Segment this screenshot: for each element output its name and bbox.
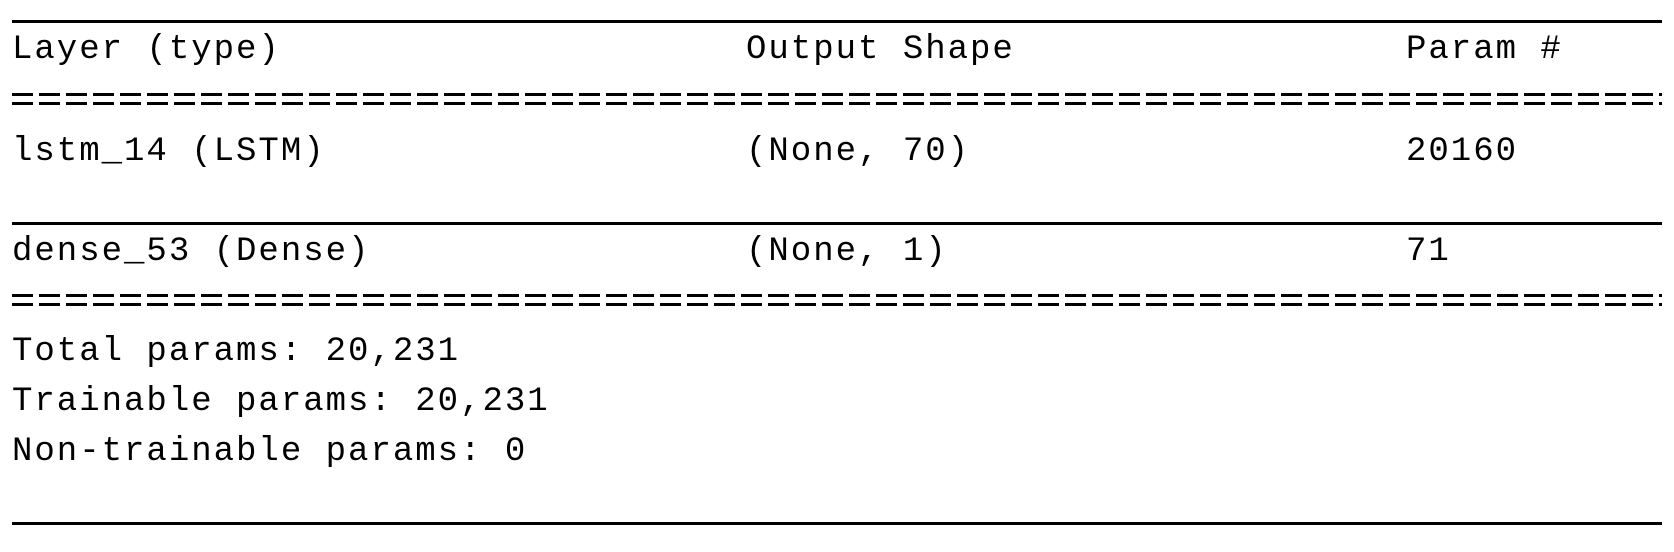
header-double-rule [12, 93, 1662, 105]
table-row-layer: lstm_14 (LSTM) [12, 133, 326, 171]
table-row-output-shape: (None, 1) [746, 233, 948, 271]
table-row-param: 71 [1406, 233, 1451, 271]
non-trainable-params: Non-trainable params: 0 [12, 433, 528, 471]
header-layer-type: Layer (type) [12, 31, 281, 69]
header-param-count: Param # [1406, 31, 1563, 69]
table-row-layer: dense_53 (Dense) [12, 233, 371, 271]
total-params: Total params: 20,231 [12, 333, 461, 371]
table-row-output-shape: (None, 70) [746, 133, 971, 171]
trainable-params: Trainable params: 20,231 [12, 383, 550, 421]
top-rule [12, 20, 1662, 23]
header-output-shape: Output Shape [746, 31, 1015, 69]
table-row-param: 20160 [1406, 133, 1519, 171]
footer-double-rule [12, 294, 1662, 306]
bottom-rule [12, 522, 1662, 525]
row-separator-rule [12, 222, 1662, 225]
